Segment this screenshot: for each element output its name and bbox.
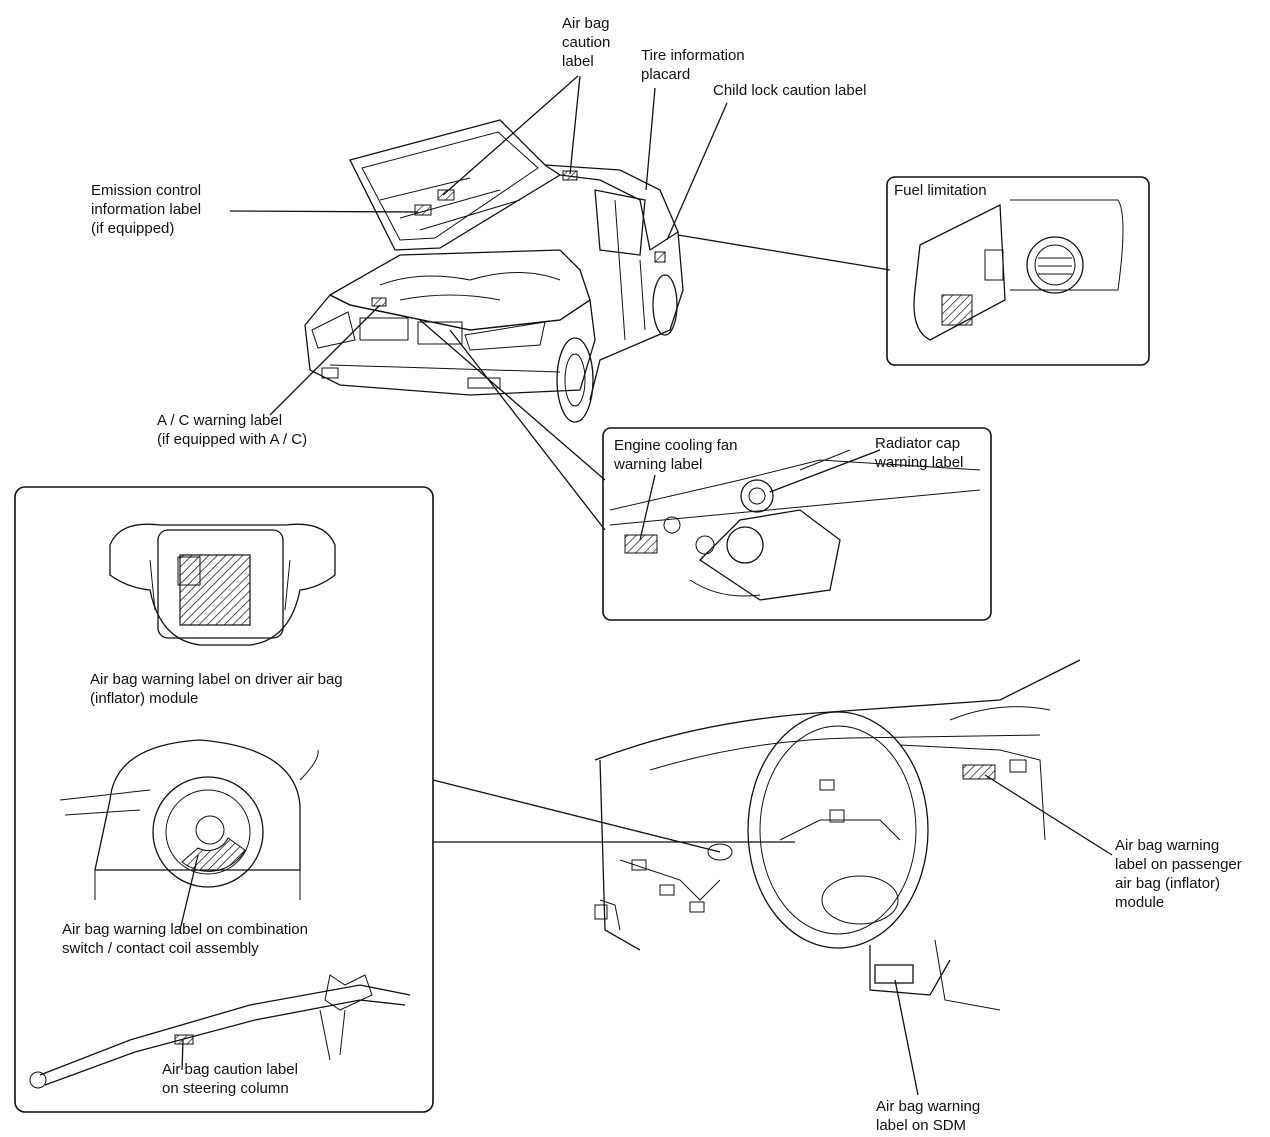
emission-control-label: Emission control information label (if e… bbox=[91, 182, 202, 237]
fuel-limitation-label: Fuel limitation bbox=[894, 182, 987, 199]
tire-information-placard-label: Tire information placard bbox=[641, 47, 745, 83]
engine-cooling-fan-label: Engine cooling fan warning label bbox=[614, 437, 738, 473]
fuel-limitation-inset bbox=[886, 176, 1150, 366]
engine-cooling-inset bbox=[602, 427, 992, 621]
driver-airbag-label: Air bag warning label on driver air bag … bbox=[90, 671, 343, 707]
steering-inset bbox=[14, 486, 434, 1113]
passenger-airbag-label: Air bag warning label on passenger air b… bbox=[1115, 837, 1242, 911]
radiator-cap-label: Radiator cap warning label bbox=[875, 435, 964, 471]
leader-lines bbox=[179, 75, 1113, 1096]
dashboard-illustration bbox=[594, 659, 1081, 1011]
child-lock-caution-label: Child lock caution label bbox=[713, 82, 867, 99]
car-illustration bbox=[304, 119, 684, 423]
airbag-caution-label: Air bag caution label bbox=[562, 15, 611, 70]
ac-warning-label: A / C warning label (if equipped with A … bbox=[157, 412, 308, 448]
combination-switch-label: Air bag warning label on combination swi… bbox=[62, 921, 308, 957]
steering-column-label: Air bag caution label on steering column bbox=[162, 1061, 298, 1097]
sdm-label: Air bag warning label on SDM bbox=[876, 1098, 981, 1134]
